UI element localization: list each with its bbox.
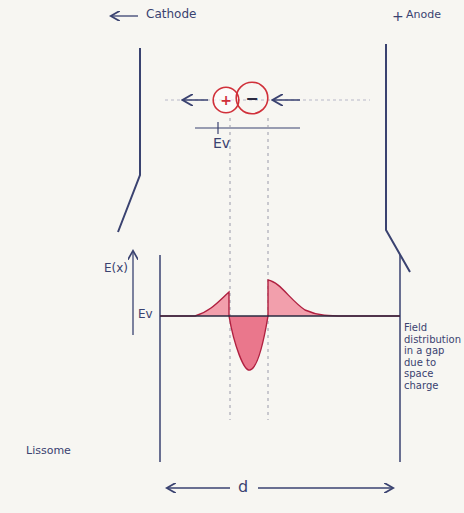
graph-axis: [159, 255, 161, 462]
force-arrow: [184, 99, 208, 101]
sketch-label: Ev: [138, 308, 153, 322]
cathode-plate: [118, 48, 140, 232]
sketch-label: +: [392, 8, 404, 24]
sketch-label: E(x): [104, 262, 128, 276]
field-tick: [217, 122, 218, 134]
sketch-label: d: [238, 478, 248, 496]
force-arrow: [274, 99, 300, 101]
cathode-arrow: [112, 15, 138, 16]
guide-line: [268, 118, 269, 420]
field-hump: [195, 292, 229, 316]
sketch-label: Ev: [213, 135, 230, 151]
ev-baseline: [160, 315, 400, 317]
charge-sign: +: [220, 92, 232, 108]
sketch-label: Anode: [406, 9, 441, 22]
sketch-label: Lissome: [26, 445, 71, 458]
axis-arrow: [132, 252, 133, 335]
graph-edge: [399, 255, 401, 462]
field-bar: [195, 127, 300, 128]
sketch-label: Cathode: [146, 8, 196, 22]
field-curve: [160, 280, 400, 370]
anode-plate: [386, 44, 410, 272]
charge-circle: −: [235, 81, 269, 115]
guide-line: [230, 118, 231, 420]
sketch-label: Field distribution in a gap due to space…: [404, 322, 460, 391]
dimension-arrow: [258, 487, 392, 488]
dimension-arrow: [168, 487, 230, 488]
charge-sign: −: [245, 89, 258, 108]
